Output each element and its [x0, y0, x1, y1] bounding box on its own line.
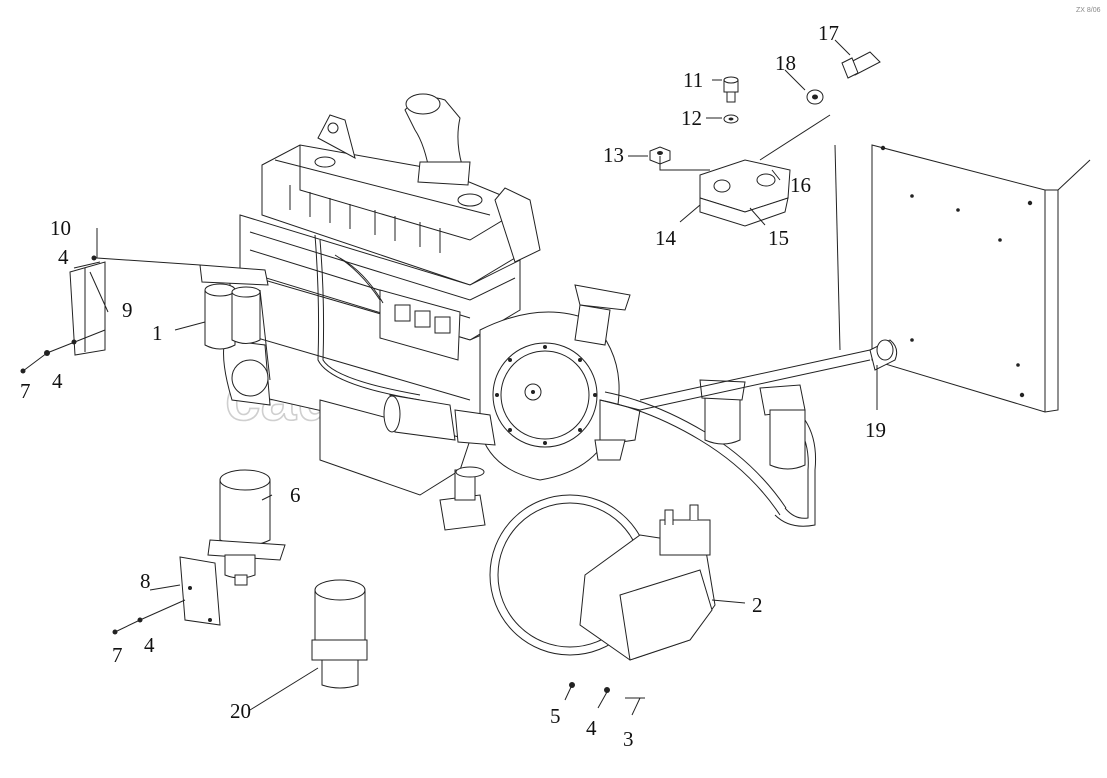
callout-16: 16	[790, 173, 811, 197]
fuel-filter-on-engine	[199, 264, 269, 350]
callout-3: 3	[623, 727, 634, 751]
leader-lines	[22, 39, 878, 716]
engine-assembly	[199, 93, 641, 531]
callout-12: 12	[681, 106, 702, 130]
callout-1: 1	[152, 321, 163, 345]
callout-2: 2	[752, 593, 763, 617]
callout-19: 19	[865, 418, 886, 442]
callout-18: 18	[775, 51, 796, 75]
filter-6-assembly	[112, 469, 286, 635]
callout-9: 9	[122, 298, 133, 322]
coolant-pipe-assembly	[599, 349, 871, 527]
callout-20: 20	[230, 699, 251, 723]
callout-8: 8	[140, 569, 151, 593]
callout-14: 14	[655, 226, 677, 250]
clamp-assembly	[649, 51, 881, 351]
callout-10: 10	[50, 216, 71, 240]
callout-11: 11	[683, 68, 703, 92]
callout-4-top: 4	[58, 245, 69, 269]
callout-13: 13	[603, 143, 624, 167]
callout-4-left: 4	[52, 369, 63, 393]
callout-7-low: 7	[112, 643, 123, 667]
mounting-plate	[869, 144, 1091, 413]
hydraulic-pump-2	[489, 494, 716, 699]
callout-labels: 10 4 9 1 7 4 6 8 7 4 20 2 5 4 3 11 12 13…	[20, 21, 886, 751]
callout-15: 15	[768, 226, 789, 250]
callout-7-left: 7	[20, 379, 31, 403]
bracket-9	[20, 255, 106, 374]
filter-20	[311, 579, 368, 689]
callout-4-bottom: 4	[586, 716, 597, 740]
callout-6: 6	[290, 483, 301, 507]
corner-mark: ZX 8/06	[1076, 7, 1101, 14]
callout-4-low: 4	[144, 633, 155, 657]
callout-5: 5	[550, 704, 561, 728]
callout-17: 17	[818, 21, 839, 45]
